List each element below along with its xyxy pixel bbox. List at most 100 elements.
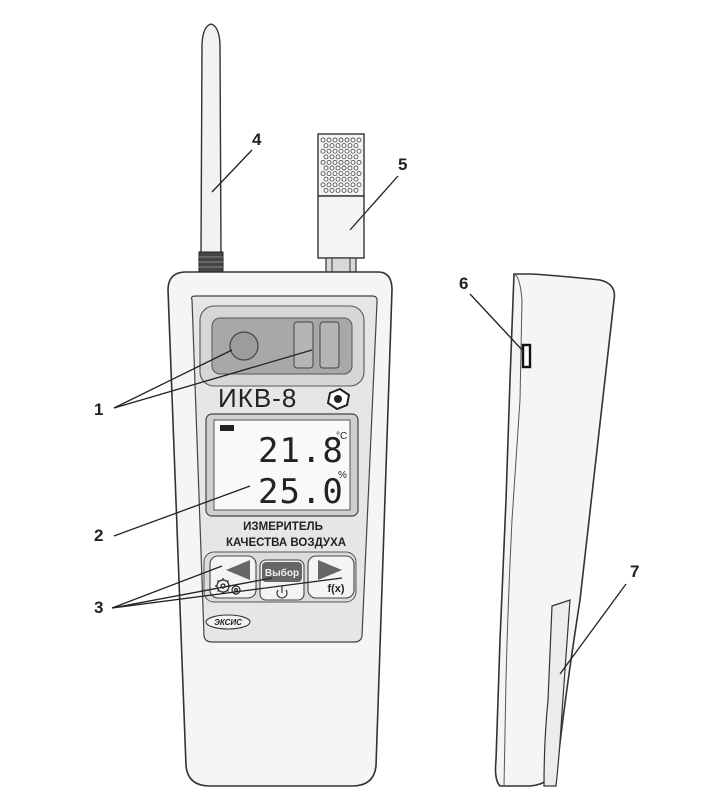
probe-hole — [338, 137, 344, 143]
probe-hole — [347, 176, 353, 182]
probe-hole — [320, 182, 326, 188]
callout-4: 4 — [252, 130, 262, 149]
probe-hole — [338, 182, 344, 188]
probe-hole — [335, 143, 341, 149]
probe-hole — [329, 154, 335, 160]
select-label: Выбор — [265, 567, 299, 579]
probe-hole — [353, 187, 359, 193]
probe-hole — [356, 137, 362, 143]
power-icon — [276, 586, 288, 599]
probe-hole — [335, 187, 341, 193]
probe-hole — [344, 182, 350, 188]
probe-hole — [320, 171, 326, 177]
probe-hole — [347, 187, 353, 193]
probe-hole — [332, 182, 338, 188]
probe-hole — [341, 143, 347, 149]
probe-hole — [341, 154, 347, 160]
probe-hole — [323, 154, 329, 160]
probe-hole — [356, 182, 362, 188]
reading-temperature: 21.8 — [258, 431, 344, 471]
logo-icon — [326, 387, 351, 411]
brand-logo: ЭКСИС — [205, 614, 251, 630]
probe-hole — [326, 159, 332, 165]
ir-lens — [229, 331, 259, 361]
function-label: f(x) — [327, 583, 344, 595]
callout-6: 6 — [459, 274, 469, 293]
probe-hole — [353, 154, 359, 160]
probe-hole — [320, 137, 326, 143]
sensor-probe — [317, 133, 365, 275]
probe-hole — [347, 143, 353, 149]
right-function-button[interactable]: f(x) — [307, 555, 355, 599]
probe-hole — [344, 171, 350, 177]
lcd-display: 21.8 °C 25.0 % — [205, 413, 359, 517]
probe-hole — [356, 148, 362, 154]
probe-hole — [332, 159, 338, 165]
callout-7: 7 — [630, 562, 640, 581]
probe-hole — [341, 176, 347, 182]
triangle-right-icon — [318, 560, 342, 580]
probe-hole — [338, 159, 344, 165]
probe-hole — [347, 154, 353, 160]
probe-hole — [350, 159, 356, 165]
battery-icon — [220, 425, 234, 431]
probe-hole — [356, 159, 362, 165]
probe-hole — [353, 143, 359, 149]
probe-hole — [326, 137, 332, 143]
probe-hole — [347, 165, 353, 171]
probe-hole — [335, 176, 341, 182]
probe-hole — [344, 148, 350, 154]
battery-cover — [543, 599, 571, 787]
probe-hole — [320, 148, 326, 154]
probe-hole — [329, 165, 335, 171]
callout-1: 1 — [94, 400, 104, 419]
probe-hole — [329, 176, 335, 182]
sensor-window — [199, 305, 365, 387]
leader-lines — [111, 149, 627, 675]
caption-line2: КАЧЕСТВА ВОЗДУХА — [226, 537, 346, 549]
brand-text: ЭКСИС — [214, 618, 242, 627]
unit-temperature: °C — [336, 431, 347, 442]
probe-hole — [356, 171, 362, 177]
probe-hole — [338, 171, 344, 177]
model-text: ИКВ-8 — [218, 383, 297, 413]
probe-hole — [335, 165, 341, 171]
probe-hole — [335, 154, 341, 160]
reading-humidity: 25.0 — [258, 472, 344, 512]
unit-humidity: % — [338, 470, 347, 481]
callout-3: 3 — [94, 598, 104, 617]
probe-hole — [326, 182, 332, 188]
caption-line1: ИЗМЕРИТЕЛЬ — [243, 521, 323, 533]
probe-hole — [350, 148, 356, 154]
connector-slot — [521, 343, 532, 369]
probe-hole — [344, 159, 350, 165]
probe-hole — [350, 171, 356, 177]
probe-hole — [341, 187, 347, 193]
probe-hole — [323, 143, 329, 149]
callout-2: 2 — [94, 526, 104, 545]
probe-hole — [332, 171, 338, 177]
probe-hole — [332, 148, 338, 154]
probe-hole — [344, 137, 350, 143]
probe-hole — [353, 176, 359, 182]
probe-hole — [353, 165, 359, 171]
probe-hole — [326, 148, 332, 154]
probe-hole — [320, 159, 326, 165]
probe-hole — [350, 182, 356, 188]
antenna — [198, 23, 224, 273]
probe-hole — [326, 171, 332, 177]
model-label: ИКВ-8 — [218, 383, 351, 413]
probe-hole — [332, 137, 338, 143]
probe-hole — [323, 176, 329, 182]
triangle-left-icon — [226, 560, 250, 580]
select-power-button[interactable]: Выбор — [259, 559, 305, 601]
probe-hole — [338, 148, 344, 154]
probe-hole — [341, 165, 347, 171]
side-view — [494, 273, 616, 787]
probe-hole — [329, 187, 335, 193]
probe-hole — [323, 165, 329, 171]
callout-5: 5 — [398, 155, 408, 174]
probe-hole — [323, 187, 329, 193]
keypad: Выбор f(x) — [203, 551, 357, 603]
